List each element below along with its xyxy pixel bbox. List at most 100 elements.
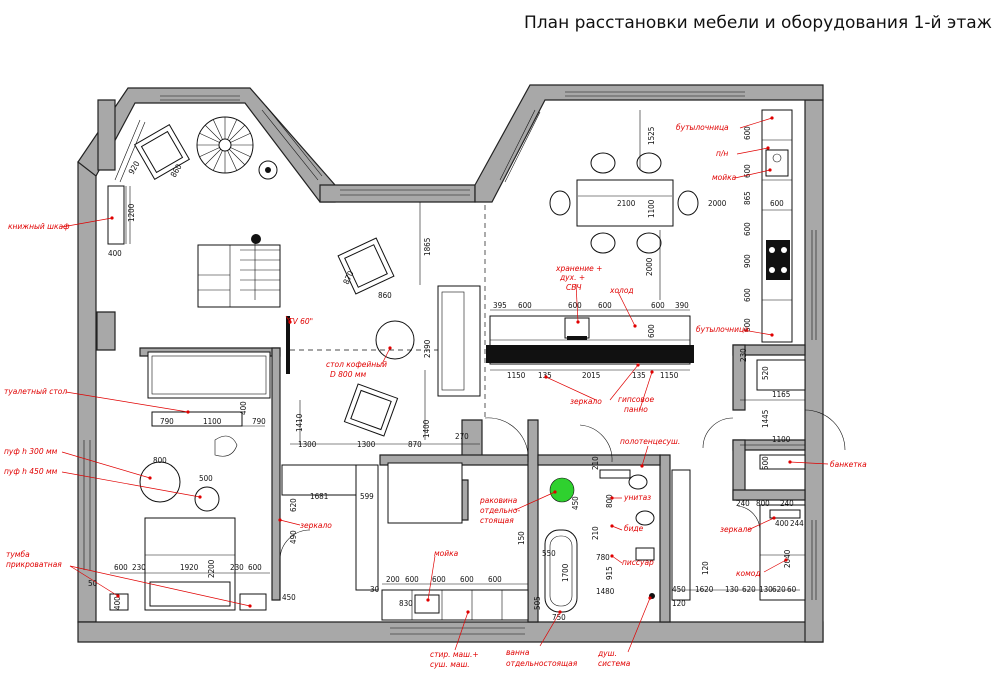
dim-490: 490 [289, 530, 298, 544]
dim-130-b: 130 [759, 585, 773, 594]
label-shower-2: система [598, 659, 631, 668]
dim-600-d: 600 [651, 301, 665, 310]
dim-500-b: 500 [761, 456, 770, 470]
dim-240-b: 240 [780, 499, 794, 508]
kitchen [486, 109, 846, 470]
dim-500: 500 [199, 474, 213, 483]
annotation-labels: книжный шкаф TV 60" стол кофейный D 800 … [4, 123, 867, 669]
label-washer: стир. маш.+ [430, 650, 479, 659]
dimension-lines [110, 110, 805, 591]
dim-400-c: 400 [113, 596, 122, 610]
label-nightstand-2: прикроватная [6, 560, 62, 569]
dim-600-k3: 600 [770, 199, 784, 208]
dim-780: 780 [596, 553, 610, 562]
dim-135-a: 135 [538, 371, 552, 380]
label-dryer: суш. маш. [430, 660, 470, 669]
dim-920: 920 [127, 159, 142, 176]
dim-400: 400 [108, 249, 122, 258]
dim-600-k2: 600 [743, 164, 752, 178]
dim-600-k5: 600 [743, 288, 752, 302]
annotation-leaders [61, 116, 829, 653]
dim-1100-c: 1100 [772, 435, 791, 444]
dim-1681: 1681 [310, 492, 328, 501]
dim-520: 520 [761, 366, 770, 380]
dim-230: 230 [739, 348, 748, 362]
laundry [381, 417, 529, 621]
label-kitchen-sink: мойка [712, 173, 737, 182]
label-urinal: писсуар [622, 558, 654, 567]
dim-600-i: 600 [432, 575, 446, 584]
dim-50: 50 [88, 579, 98, 588]
dim-400-d: 400 [775, 519, 789, 528]
bedroom [109, 411, 463, 611]
dim-210-a: 210 [591, 456, 600, 470]
dim-915: 915 [605, 566, 614, 580]
dim-2100: 2100 [617, 199, 636, 208]
dim-600-h: 600 [405, 575, 419, 584]
dim-600-c: 600 [598, 301, 612, 310]
label-laundry-sink: мойка [434, 549, 459, 558]
dim-230-c: 230 [230, 563, 244, 572]
dim-1865: 1865 [423, 238, 432, 256]
dim-790-a: 790 [160, 417, 174, 426]
dim-1100: 1100 [647, 199, 656, 218]
dim-450-c: 450 [672, 585, 686, 594]
dim-135-b: 135 [632, 371, 646, 380]
dim-390: 390 [675, 301, 689, 310]
label-basin-1: раковина [479, 496, 518, 505]
dim-1920: 1920 [180, 563, 199, 572]
dim-750: 750 [552, 613, 566, 622]
dim-1150-b: 1150 [660, 371, 679, 380]
label-bath: ванна [506, 648, 530, 657]
label-pouf-450: пуф h 450 мм [4, 467, 58, 476]
dim-600-e: 600 [647, 324, 656, 338]
dim-1700: 1700 [561, 563, 570, 582]
dim-600-b: 600 [568, 301, 582, 310]
label-bidet: биде [624, 524, 644, 533]
label-microwave: СВЧ [566, 283, 582, 292]
dim-800-b: 800 [605, 494, 614, 508]
dim-1300-b: 1300 [357, 440, 376, 449]
dim-1620: 1620 [695, 585, 714, 594]
dim-620-b: 620 [742, 585, 756, 594]
dim-1165: 1165 [772, 390, 790, 399]
dim-800-c: 800 [756, 499, 770, 508]
dim-450-b: 450 [571, 496, 580, 510]
dim-130-a: 130 [725, 585, 739, 594]
label-coffee-table-size: D 800 мм [330, 370, 367, 379]
label-mirror-hall: зеркало [720, 525, 752, 534]
label-basin-3: стоящая [480, 516, 514, 525]
dim-550: 550 [542, 549, 556, 558]
dim-2000: 2000 [708, 199, 727, 208]
label-bath-2: отдельностоящая [506, 659, 578, 668]
label-gypsum: гипсовое [618, 395, 654, 404]
dim-1150-a: 1150 [507, 371, 526, 380]
dim-395: 395 [493, 301, 507, 310]
dim-900: 900 [743, 254, 752, 268]
label-dressing-table: туалетный стол [4, 387, 67, 396]
label-bench: банкетка [830, 460, 867, 469]
dim-1480: 1480 [596, 587, 615, 596]
windows [83, 91, 817, 635]
label-basin-2: отдельно- [480, 506, 520, 515]
dim-1400: 1400 [422, 419, 431, 438]
living-room [107, 116, 486, 437]
dim-600-a: 600 [518, 301, 532, 310]
dim-790-b: 790 [252, 417, 266, 426]
dim-30: 30 [370, 585, 380, 594]
label-fridge: холод [609, 286, 634, 295]
dim-244: 244 [790, 519, 804, 528]
plan-title: План расстановки мебели и оборудования 1… [524, 13, 992, 33]
dim-1300-a: 1300 [298, 440, 317, 449]
label-tv: TV 60" [288, 317, 313, 326]
dim-1100-b: 1100 [203, 417, 222, 426]
dim-870-b: 870 [408, 440, 422, 449]
bathroom [544, 424, 655, 613]
dim-210-b: 210 [591, 526, 600, 540]
dim-600-k4: 600 [743, 222, 752, 236]
dim-400-b: 400 [239, 401, 248, 415]
dim-240-a: 240 [736, 499, 750, 508]
label-coffee-table: стол кофейный [326, 360, 387, 369]
label-panel: панно [624, 405, 648, 414]
